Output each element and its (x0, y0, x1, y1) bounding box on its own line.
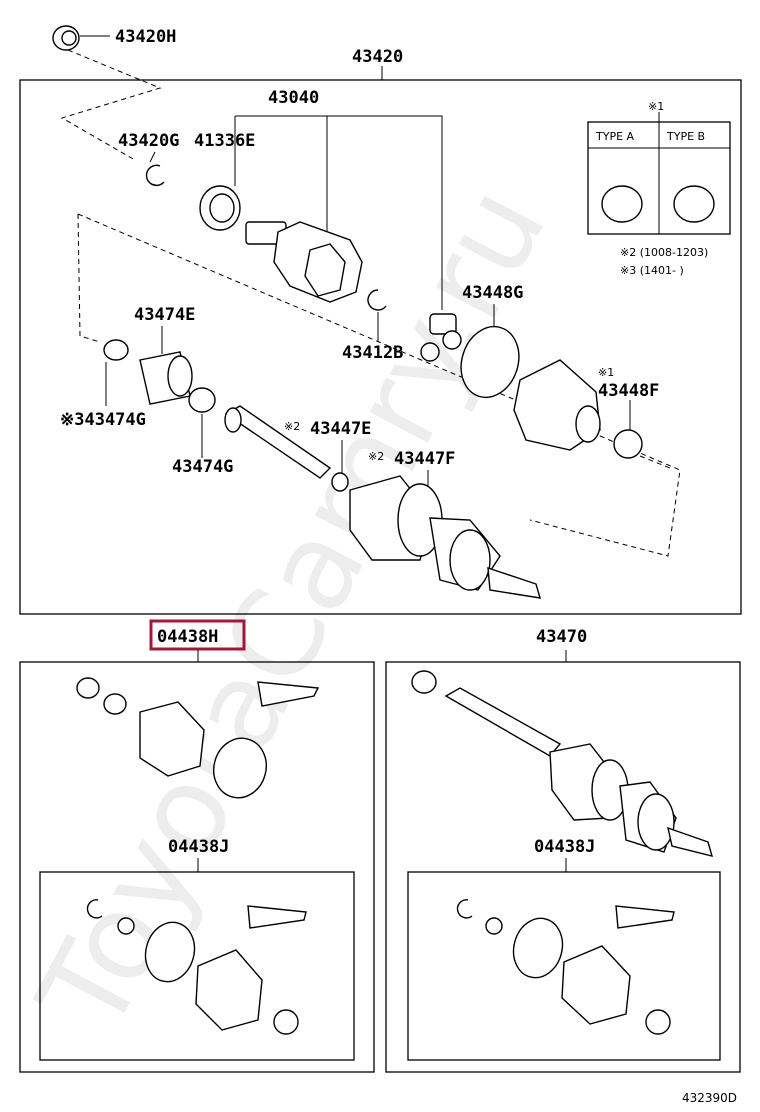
label-43470[interactable]: 43470 (536, 627, 587, 647)
kit-jl-snap-ring[interactable] (86, 899, 103, 919)
label-43412B[interactable]: 43412B (342, 343, 403, 363)
r-seal[interactable] (411, 670, 437, 694)
type-b-label: TYPE B (666, 130, 705, 143)
label-43040[interactable]: 43040 (268, 88, 319, 108)
kit-jr-band[interactable] (507, 913, 569, 983)
label-43447F[interactable]: 43447F (394, 449, 455, 469)
cv-joint-assembled[interactable] (429, 517, 541, 599)
clamp-43447E[interactable] (331, 472, 349, 492)
outboard-housing-43040[interactable] (245, 221, 363, 303)
label-43448G[interactable]: 43448G (462, 283, 523, 303)
kit-04438J-left-frame (39, 871, 355, 1061)
kit-jr-clamp[interactable] (645, 1009, 671, 1035)
kit-04438J-right-frame (407, 871, 721, 1061)
snap-ring-43412B[interactable] (367, 289, 387, 311)
kit-jr-boot[interactable] (561, 945, 631, 1025)
label-43420[interactable]: 43420 (352, 47, 403, 67)
kit-h-clamp-1[interactable] (76, 677, 100, 699)
note-star1b: ※1 (598, 366, 614, 379)
snap-ring-43420G[interactable] (145, 164, 165, 187)
kit-h-band[interactable] (207, 732, 273, 803)
kit-jr-snap-ring[interactable] (456, 899, 473, 919)
seal-41336E[interactable] (199, 185, 241, 231)
boot-outboard[interactable] (513, 359, 601, 451)
label-04438J-left[interactable]: 04438J (168, 837, 229, 857)
label-43474G-a[interactable]: ※343474G (60, 410, 146, 430)
kit-04438H-frame (19, 661, 375, 1073)
tripod-joint[interactable] (420, 313, 462, 362)
label-41336E[interactable]: 41336E (194, 131, 255, 151)
note-date-3: ※3 (1401- ) (620, 264, 684, 277)
type-a-label: TYPE A (595, 130, 635, 143)
label-43474G-b[interactable]: 43474G (172, 457, 233, 477)
kit-h-grease-tube[interactable] (257, 681, 320, 707)
note-star2-a: ※2 (284, 420, 300, 433)
kit-jl-boot[interactable] (195, 949, 263, 1031)
diagram-id: 432390D (682, 1091, 737, 1105)
clamp-43448F[interactable] (613, 429, 643, 459)
kit-h-clamp-2[interactable] (103, 693, 127, 715)
type-b-clamp-icon (673, 185, 715, 223)
seal-43420H[interactable] (52, 25, 80, 51)
r-shaft-assembly[interactable] (444, 687, 714, 857)
kit-jl-grease-tube[interactable] (247, 905, 307, 929)
clamp-type-inset: TYPE A TYPE B (587, 121, 731, 235)
assembly-43420-frame (19, 79, 742, 615)
label-43448F[interactable]: 43448F (598, 381, 659, 401)
drive-shaft[interactable] (224, 405, 332, 479)
kit-jl-clamp[interactable] (273, 1009, 299, 1035)
highlight-04438H (149, 619, 246, 651)
clamp-43474G-b[interactable] (188, 387, 216, 413)
kit-h-boot[interactable] (139, 701, 205, 777)
note-star1: ※1 (648, 100, 664, 113)
kit-jr-grease-tube[interactable] (615, 905, 675, 929)
kit-jr-ring[interactable] (485, 917, 503, 935)
note-date-2: ※2 (1008-1203) (620, 246, 708, 259)
type-a-clamp-icon (601, 185, 643, 223)
label-43420G[interactable]: 43420G (118, 131, 179, 151)
kit-jl-ring[interactable] (117, 917, 135, 935)
label-43420H[interactable]: 43420H (115, 27, 176, 47)
label-43447E[interactable]: 43447E (310, 419, 371, 439)
label-04438J-right[interactable]: 04438J (534, 837, 595, 857)
inboard-boot-assembled[interactable] (349, 475, 443, 561)
label-04438H[interactable]: 04438H (157, 627, 218, 647)
note-star2-b: ※2 (368, 450, 384, 463)
assembly-43470-frame (385, 661, 741, 1073)
clamp-43448G[interactable] (452, 319, 528, 405)
clamp-43474G-a[interactable] (103, 339, 129, 361)
inner-joint-43474E[interactable] (139, 351, 193, 405)
kit-jl-band[interactable] (139, 917, 201, 987)
label-43474E[interactable]: 43474E (134, 305, 195, 325)
